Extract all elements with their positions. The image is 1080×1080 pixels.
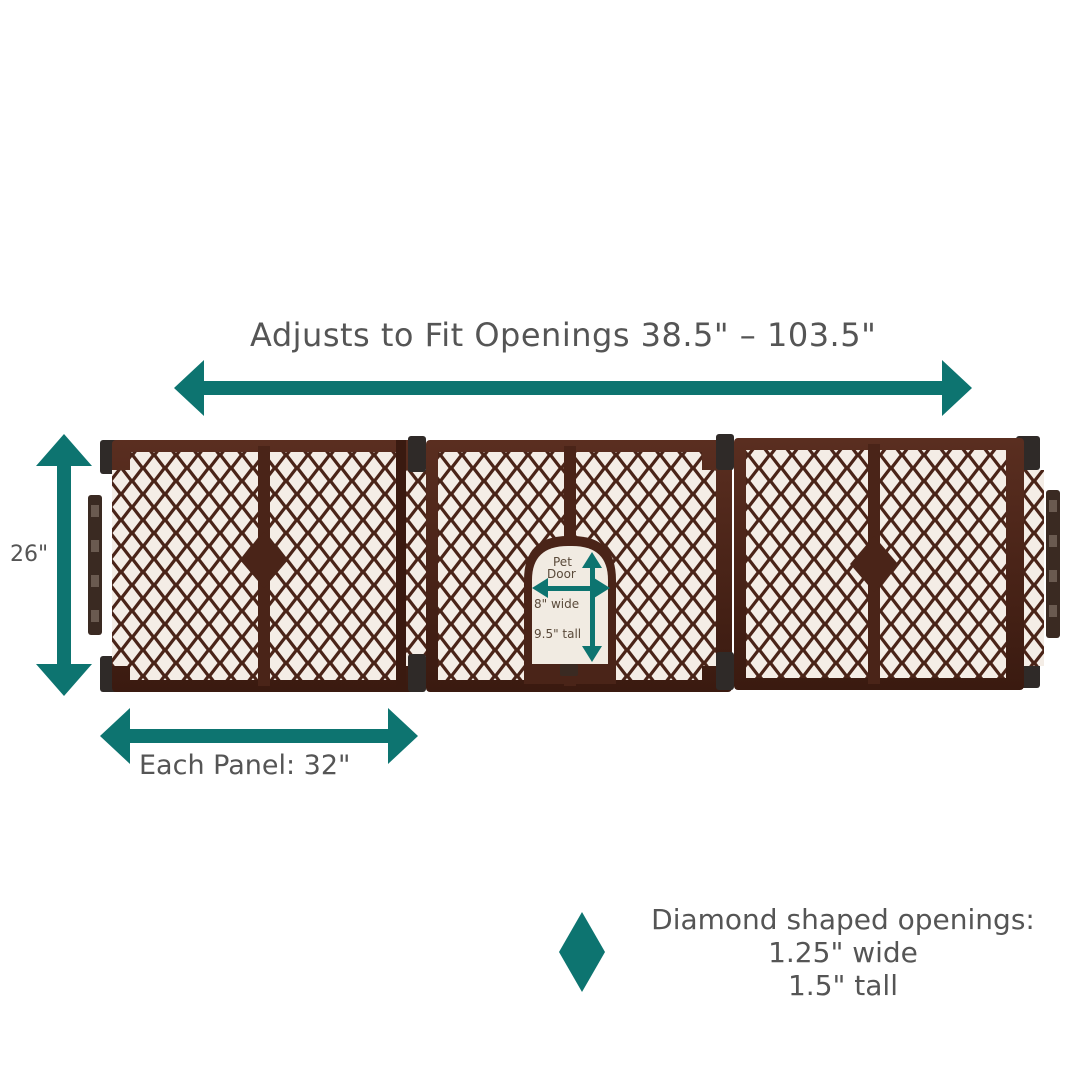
panel-width-arrow: [100, 708, 418, 764]
pet-door: [532, 546, 608, 664]
gate-panel-1: [112, 440, 428, 692]
panel-diamond-ornament: [850, 536, 898, 592]
legend-line-1: Diamond shaped openings:: [651, 903, 1035, 936]
diamond-icon: [559, 912, 605, 992]
pet-door-title: Pet Door: [547, 556, 576, 580]
hinge-2: [716, 434, 734, 690]
pet-door-latch: [560, 664, 578, 676]
overall-width-arrow: [174, 360, 972, 416]
diamond-legend: Diamond shaped openings: 1.25" wide 1.5"…: [628, 903, 1058, 1002]
height-label: 26": [10, 542, 49, 567]
gate-panel-3: [734, 438, 1044, 690]
height-arrow: [36, 434, 92, 696]
pet-door-title-line2: Door: [547, 567, 576, 581]
pet-door-width-label: 8" wide: [534, 597, 580, 611]
legend-line-3: 1.5" tall: [787, 969, 898, 1002]
panel-width-label: Each Panel: 32": [139, 750, 351, 781]
pet-door-title-line1: Pet: [553, 555, 572, 569]
overall-width-label: Adjusts to Fit Openings 38.5" – 103.5": [250, 316, 877, 354]
legend-line-2: 1.25" wide: [768, 936, 918, 969]
pet-door-height-arrow: [582, 552, 602, 662]
panel-diamond-ornament: [240, 532, 288, 588]
pet-door-height-label: 9.5" tall: [534, 627, 582, 641]
hinge-1: [408, 436, 426, 692]
pet-door-width-arrow: [532, 578, 610, 598]
gate-panel-2: [426, 440, 732, 692]
